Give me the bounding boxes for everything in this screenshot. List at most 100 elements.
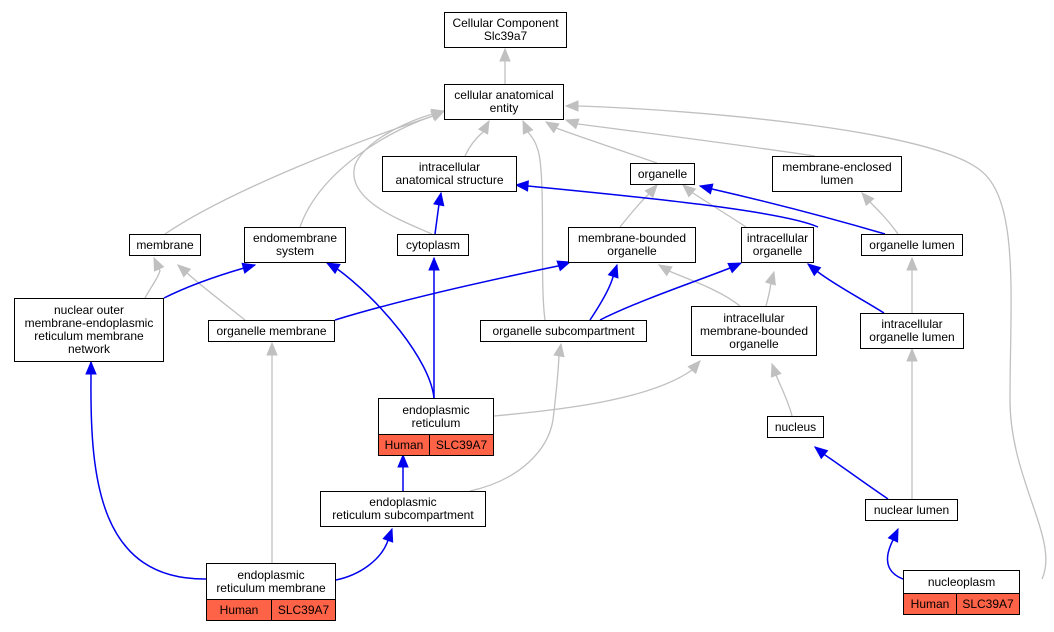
arrowhead xyxy=(477,119,490,135)
arrowhead xyxy=(764,270,776,286)
part-of-edge xyxy=(90,362,207,580)
annotation-species: Human xyxy=(379,435,429,455)
node-cytoplasm[interactable]: cytoplasm xyxy=(397,234,469,256)
node-organelle-lumen[interactable]: organelle lumen xyxy=(861,234,963,256)
part-of-edge xyxy=(814,446,889,500)
arrowhead xyxy=(906,256,918,271)
node-label: organelle subcompartment xyxy=(492,323,635,338)
node-label: membrane-enclosed lumen xyxy=(782,160,892,187)
arrowhead xyxy=(682,184,697,198)
arrowhead xyxy=(806,263,822,277)
arrowhead xyxy=(770,362,782,378)
node-intracellular-membrane-bounded-organelle[interactable]: intracellular membrane-bounded organelle xyxy=(691,306,817,356)
arrowhead xyxy=(556,260,572,272)
arrowhead xyxy=(177,264,192,278)
part-of-edge xyxy=(699,185,886,235)
is-a-edge xyxy=(464,120,490,157)
node-nuclear-outer-membrane-er-network[interactable]: nuclear outer membrane-endoplasmic retic… xyxy=(14,298,164,362)
annotation-row: Human SLC39A7 xyxy=(904,593,1019,614)
node-intracellular-organelle-lumen[interactable]: intracellular organelle lumen xyxy=(860,313,964,349)
node-membrane-enclosed-lumen[interactable]: membrane-enclosed lumen xyxy=(772,156,902,192)
node-label: endoplasmic reticulum membrane xyxy=(216,567,326,595)
arrowhead xyxy=(382,527,394,543)
node-label: membrane-bounded organelle xyxy=(577,231,687,258)
part-of-edge xyxy=(589,264,618,321)
arrowhead xyxy=(887,527,899,543)
annotation-gene: SLC39A7 xyxy=(271,600,335,620)
node-membrane[interactable]: membrane xyxy=(129,234,201,256)
is-a-edge xyxy=(565,119,816,157)
annotation-row: Human SLC39A7 xyxy=(207,599,335,620)
is-a-edge xyxy=(177,264,246,321)
node-cellular-component-root[interactable]: Cellular Component Slc39a7 xyxy=(444,12,567,48)
arrowhead xyxy=(698,183,714,195)
node-label: organelle membrane xyxy=(216,323,327,338)
node-cellular-anatomical-entity[interactable]: cellular anatomical entity xyxy=(444,84,564,120)
annotation-gene: SLC39A7 xyxy=(429,435,493,455)
arrowhead xyxy=(564,100,579,112)
arrowhead xyxy=(514,180,529,192)
node-endomembrane-system[interactable]: endomembrane system xyxy=(244,227,346,263)
node-intracellular-organelle[interactable]: intracellular organelle xyxy=(741,227,814,263)
node-endoplasmic-reticulum-subcompartment[interactable]: endoplasmic reticulum subcompartment xyxy=(320,491,486,527)
arrowhead xyxy=(553,342,565,358)
is-a-edge xyxy=(144,257,161,299)
arrowhead xyxy=(727,262,743,274)
node-label: intracellular organelle lumen xyxy=(869,317,955,344)
arrowhead xyxy=(544,121,560,134)
annotation-species: Human xyxy=(207,600,271,620)
node-organelle-membrane[interactable]: organelle membrane xyxy=(208,320,335,342)
node-membrane-bounded-organelle[interactable]: membrane-bounded organelle xyxy=(568,227,696,263)
is-a-edge xyxy=(353,110,445,235)
arrowhead xyxy=(266,341,278,356)
arrowhead xyxy=(430,108,446,120)
node-organelle-subcompartment[interactable]: organelle subcompartment xyxy=(480,320,647,342)
node-nucleoplasm[interactable]: nucleoplasm Human SLC39A7 xyxy=(903,570,1020,615)
arrowhead xyxy=(861,192,875,207)
arrowhead xyxy=(644,184,658,199)
arrowhead xyxy=(687,360,701,375)
node-nuclear-lumen[interactable]: nuclear lumen xyxy=(865,499,958,521)
is-a-edge xyxy=(545,121,658,164)
arrowhead xyxy=(325,262,341,275)
node-organelle[interactable]: organelle xyxy=(630,163,695,185)
annotation-species: Human xyxy=(904,594,956,614)
node-label: cellular anatomical entity xyxy=(454,88,554,115)
part-of-edge xyxy=(599,262,742,321)
node-label: cytoplasm xyxy=(405,237,461,252)
node-intracellular-anatomical-structure[interactable]: intracellular anatomical structure xyxy=(382,156,517,192)
arrowhead xyxy=(607,263,619,279)
node-label: organelle xyxy=(637,166,688,181)
part-of-edge xyxy=(326,262,435,399)
node-nucleus[interactable]: nucleus xyxy=(767,416,824,438)
arrowhead xyxy=(153,256,165,272)
node-label: intracellular membrane-bounded organelle xyxy=(699,310,809,351)
arrowhead xyxy=(85,360,97,375)
part-of-edge xyxy=(334,261,571,321)
node-label: nuclear outer membrane-endoplasmic retic… xyxy=(24,303,154,356)
is-a-edge xyxy=(522,120,546,321)
node-label: intracellular anatomical structure xyxy=(395,160,504,187)
node-label: membrane xyxy=(136,237,194,252)
annotation-gene: SLC39A7 xyxy=(956,594,1019,614)
node-label: Cellular Component Slc39a7 xyxy=(452,16,559,43)
is-a-edge xyxy=(658,264,741,307)
node-endoplasmic-reticulum[interactable]: endoplasmic reticulum Human SLC39A7 xyxy=(378,398,494,456)
annotation-row: Human SLC39A7 xyxy=(379,434,493,455)
arrowhead xyxy=(522,119,534,135)
node-label: nuclear lumen xyxy=(873,502,950,517)
arrowhead xyxy=(906,347,918,362)
part-of-edge xyxy=(163,264,256,299)
arrowhead xyxy=(433,191,445,207)
is-a-edge xyxy=(469,343,562,492)
arrowhead xyxy=(564,118,580,130)
part-of-edge xyxy=(807,263,885,314)
node-endoplasmic-reticulum-membrane[interactable]: endoplasmic reticulum membrane Human SLC… xyxy=(206,563,336,621)
is-a-edge xyxy=(493,360,701,417)
arrowhead xyxy=(241,262,257,274)
node-label: intracellular organelle xyxy=(746,231,809,258)
node-label: nucleoplasm xyxy=(927,574,996,589)
node-label: endoplasmic reticulum xyxy=(402,402,470,430)
part-of-edge xyxy=(335,528,393,581)
